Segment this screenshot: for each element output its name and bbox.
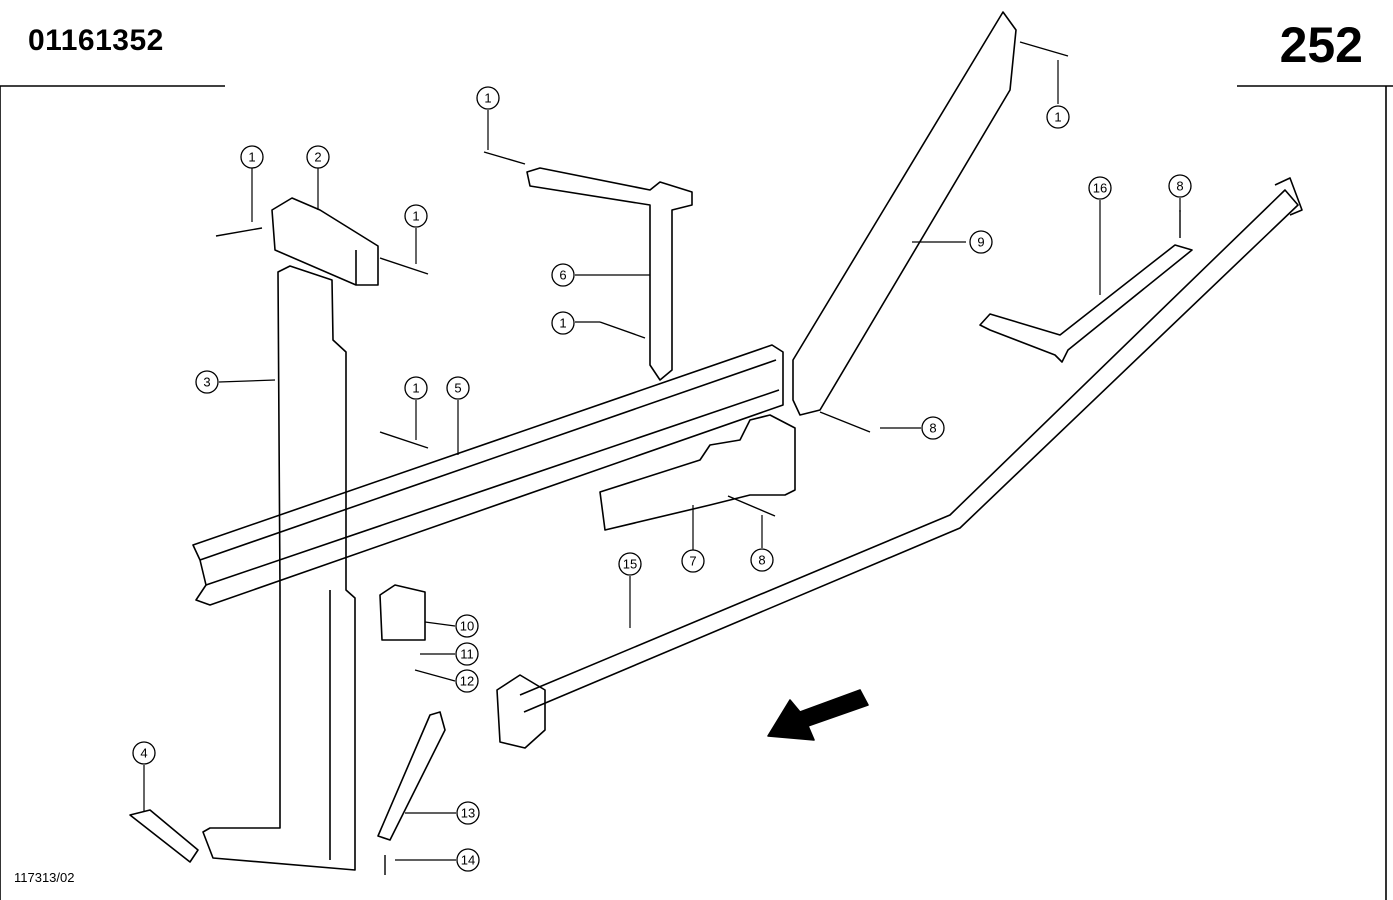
callout-2: 2 (314, 150, 321, 165)
part-2-plate (271, 197, 379, 286)
callout-14: 14 (461, 853, 475, 868)
callout-1: 1 (559, 316, 566, 331)
figure-id: 117313/02 (14, 870, 75, 885)
leader-lines (143, 60, 1181, 861)
direction-arrow-icon (767, 689, 869, 741)
callout-1: 1 (248, 150, 255, 165)
callout-16: 16 (1093, 181, 1107, 196)
callout-7: 7 (689, 554, 696, 569)
part-16-bracket (979, 244, 1193, 363)
callout-11: 11 (460, 647, 474, 662)
part-15-long-tube (496, 177, 1303, 749)
part-4-small-bracket (129, 809, 199, 863)
part-13-strut (377, 711, 446, 841)
page-number: 252 (1279, 17, 1363, 73)
callout-8: 8 (1176, 179, 1183, 194)
part-6-t-bracket (526, 167, 693, 381)
callout-13: 13 (461, 806, 475, 821)
callout-1: 1 (412, 381, 419, 396)
callout-9: 9 (977, 235, 984, 250)
callout-4: 4 (140, 746, 147, 761)
callout-8: 8 (929, 421, 936, 436)
part-10-clip (379, 584, 426, 641)
part-7-lower-plate (599, 414, 796, 531)
bolts (215, 41, 1181, 875)
callout-8: 8 (758, 553, 765, 568)
callout-1: 1 (1054, 110, 1061, 125)
part-5-main-beam (192, 344, 784, 606)
callout-1: 1 (484, 91, 491, 106)
callout-1: 1 (412, 209, 419, 224)
callout-10: 10 (460, 619, 474, 634)
part-3-vertical-post (202, 265, 356, 871)
callout-circles (132, 86, 1192, 872)
callout-12: 12 (460, 674, 474, 689)
part-9-diagonal-arm (792, 11, 1017, 416)
callout-3: 3 (203, 375, 210, 390)
callout-15: 15 (623, 557, 637, 572)
document-number: 01161352 (28, 24, 164, 57)
callout-labels: 1 2 1 3 1 6 1 1 5 1 9 8 16 8 7 8 15 10 1… (140, 91, 1183, 868)
callout-5: 5 (454, 381, 461, 396)
callout-6: 6 (559, 268, 566, 283)
frame-border (0, 85, 1393, 900)
